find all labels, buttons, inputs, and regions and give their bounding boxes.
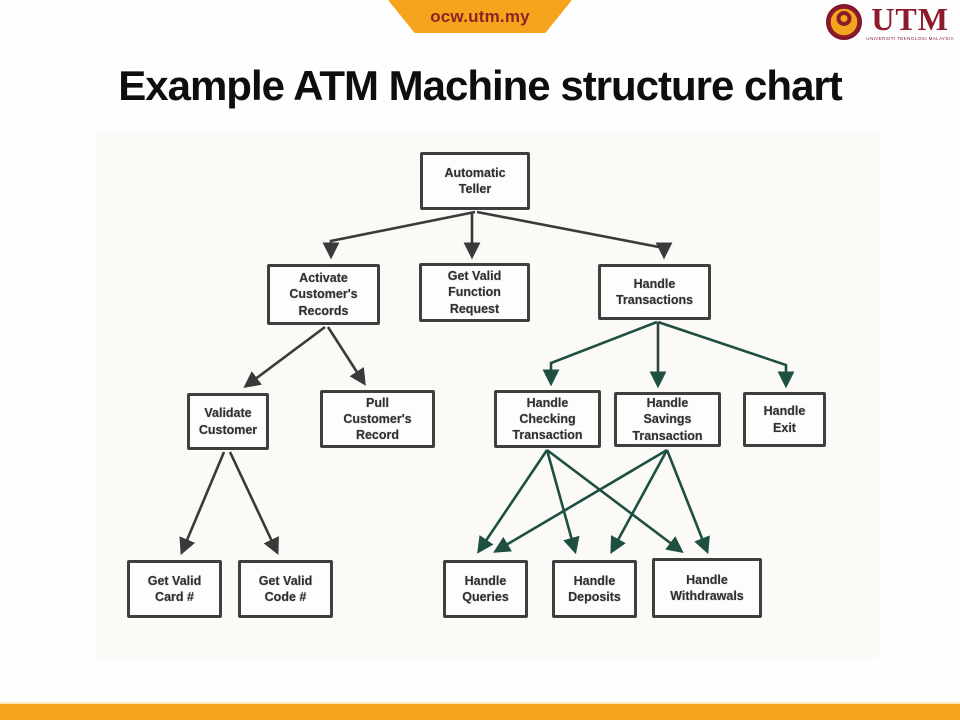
edge-line (665, 449, 710, 555)
node-handle-queries: Handle Queries (443, 560, 528, 618)
edge-line (228, 451, 279, 556)
edge-line (477, 449, 549, 554)
ocw-banner-text: ocw.utm.my (430, 6, 530, 26)
node-automatic-teller: Automatic Teller (420, 152, 530, 210)
node-get-valid-code: Get Valid Code # (238, 560, 333, 618)
footer-bar (0, 702, 960, 720)
edge-line (322, 210, 476, 260)
node-handle-transactions: Handle Transactions (598, 264, 711, 320)
edge-line (546, 448, 684, 554)
slide-title: Example ATM Machine structure chart (118, 62, 843, 109)
utm-logo-subtext: UNIVERSITI TEKNOLOGI MALAYSIA (866, 36, 954, 41)
node-get-valid-function-request: Get Valid Function Request (419, 263, 530, 322)
node-handle-savings-transaction: Handle Savings Transaction (614, 392, 721, 447)
node-handle-withdrawals: Handle Withdrawals (652, 558, 762, 618)
edge-line (243, 325, 326, 389)
node-handle-exit: Handle Exit (743, 392, 826, 447)
utm-logo-text: UTM (871, 1, 949, 37)
utm-emblem-icon (826, 4, 863, 40)
ocw-banner: ocw.utm.my (388, 0, 572, 33)
edge-line (545, 449, 580, 555)
node-pull-customers-record: Pull Customer's Record (320, 390, 435, 448)
node-get-valid-card: Get Valid Card # (127, 560, 222, 618)
edge-line (326, 326, 366, 386)
edge-line (493, 448, 668, 553)
edge-line (610, 449, 669, 554)
node-validate-customer: Validate Customer (187, 393, 269, 450)
node-handle-deposits: Handle Deposits (552, 560, 637, 618)
edge-line (476, 210, 673, 260)
node-activate-customers-records: Activate Customer's Records (267, 264, 380, 325)
edge-line (179, 451, 226, 556)
node-handle-checking-transaction: Handle Checking Transaction (494, 390, 601, 448)
edge-line (657, 320, 795, 389)
edge-line (542, 320, 658, 387)
utm-logo: UTM UNIVERSITI TEKNOLOGI MALAYSIA (826, 3, 954, 41)
